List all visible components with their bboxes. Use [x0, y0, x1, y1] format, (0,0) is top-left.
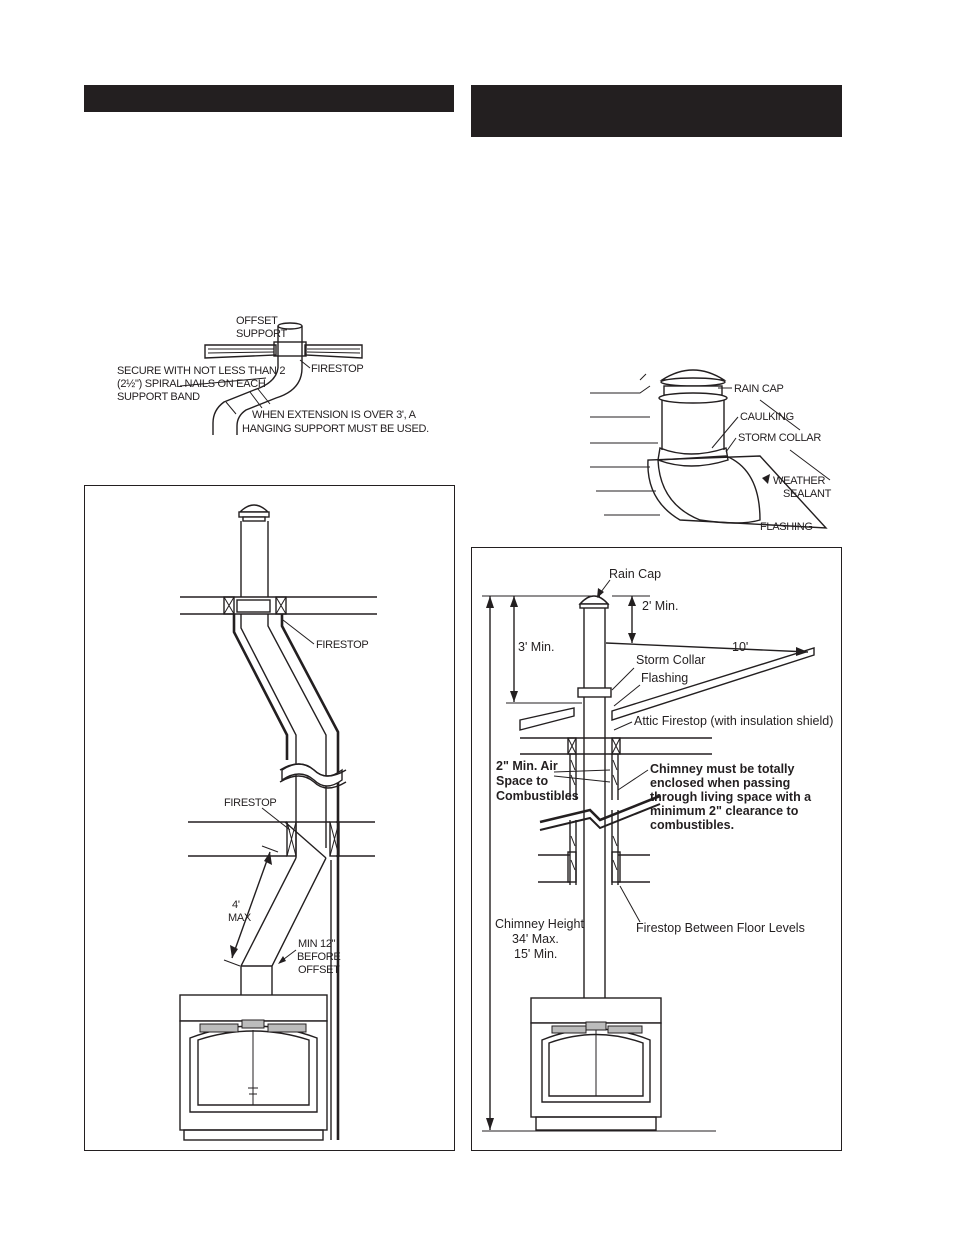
enclosed-note-line-3: through living space with a	[650, 790, 812, 804]
ten-ft-label: 10'	[732, 640, 748, 654]
cap-detail: RAIN CAP CAULKING STORM COLLAR WEATHER S…	[590, 369, 832, 533]
chimney-height-line-3: 15' Min.	[514, 947, 557, 961]
cap-detail-storm-collar-label: STORM COLLAR	[738, 432, 821, 444]
max-label-line-2: MAX	[228, 912, 252, 924]
firestop-mid-label: FIRESTOP	[224, 797, 276, 809]
vertical-installation-diagram: Rain Cap 2' Min. 3' Min. 10' Storm Colla…	[482, 567, 833, 1132]
air-space-label-line-3: Combustibles	[496, 789, 579, 803]
air-space-label-line-1: 2" Min. Air	[496, 759, 558, 773]
attic-firestop-label: Attic Firestop (with insulation shield)	[634, 714, 833, 728]
offset-installation-diagram: FIRESTOP FIRESTOP 4' MAX MIN 12" BEFORE …	[179, 504, 377, 1141]
fireplace-illustration-right	[530, 997, 662, 1131]
extension-note-line-2: HANGING SUPPORT MUST BE USED.	[242, 423, 429, 435]
right-section-header-bar	[471, 85, 842, 137]
enclosed-note-line-2: enclosed when passing	[650, 776, 790, 790]
offset-installation-frame	[84, 485, 455, 1151]
fireplace-illustration-left	[179, 994, 328, 1141]
vertical-installation-frame	[471, 547, 842, 1151]
two-min-label: 2' Min.	[642, 599, 678, 613]
cap-detail-flashing-label: FLASHING	[760, 521, 813, 533]
chimney-height-line-1: Chimney Height	[495, 917, 584, 931]
max-label-line-1: 4'	[232, 899, 240, 911]
secure-note-line-1: SECURE WITH NOT LESS THAN 2	[117, 365, 285, 377]
min-label-line-2: BEFORE	[297, 951, 340, 963]
firestop-floors-label: Firestop Between Floor Levels	[636, 921, 805, 935]
min-label-line-3: OFFSET	[298, 964, 340, 976]
chimney-height-line-2: 34' Max.	[512, 932, 559, 946]
offset-support-label-line-1: OFFSET	[236, 315, 278, 327]
cap-detail-weather-sealant-line-2: SEALANT	[783, 488, 832, 500]
cap-detail-rain-cap-label: RAIN CAP	[734, 383, 784, 395]
extension-note-line-1: WHEN EXTENSION IS OVER 3', A	[252, 409, 417, 421]
storm-collar-label: Storm Collar	[636, 653, 705, 667]
offset-support-detail: OFFSET SUPPORT SECURE WITH NOT LESS THAN…	[117, 315, 429, 435]
enclosed-note-line-5: combustibles.	[650, 818, 734, 832]
enclosed-note-line-4: minimum 2" clearance to	[650, 804, 799, 818]
cap-detail-weather-sealant-line-1: WEATHER	[773, 475, 825, 487]
firestop-top-label: FIRESTOP	[316, 639, 368, 651]
left-section-header-bar	[84, 85, 454, 112]
air-space-label-line-2: Space to	[496, 774, 548, 788]
min-label-line-1: MIN 12"	[298, 938, 336, 950]
enclosed-note-line-1: Chimney must be totally	[650, 762, 795, 776]
secure-note-line-3: SUPPORT BAND	[117, 391, 200, 403]
offset-support-label-line-2: SUPPORT	[236, 328, 287, 340]
cap-detail-caulking-label: CAULKING	[740, 411, 794, 423]
rain-cap-label: Rain Cap	[609, 567, 661, 581]
flashing-label: Flashing	[641, 671, 688, 685]
firestop-label: FIRESTOP	[311, 363, 363, 375]
three-min-label: 3' Min.	[518, 640, 554, 654]
